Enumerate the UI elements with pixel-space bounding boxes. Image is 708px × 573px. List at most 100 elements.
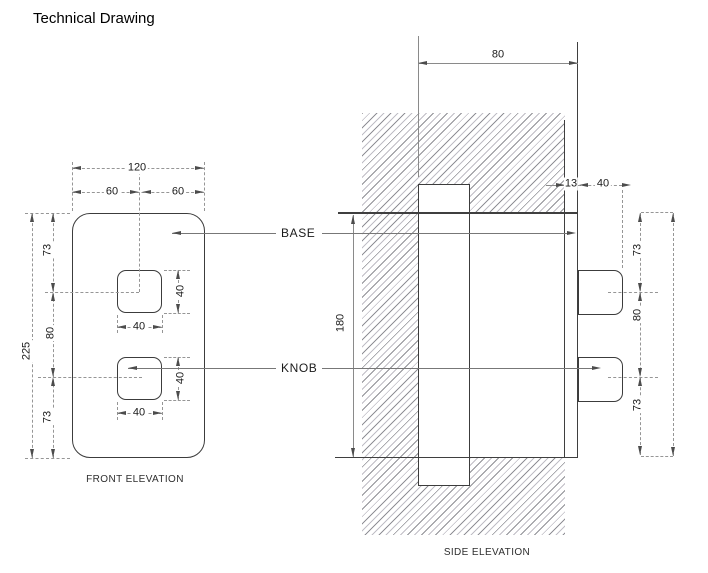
ext-line — [622, 190, 623, 268]
knob-leader-right — [322, 368, 592, 369]
dim-line — [640, 213, 641, 455]
arrow-icon — [30, 449, 34, 458]
ext-line — [117, 315, 118, 333]
dim-label-half-right: 60 — [169, 185, 187, 199]
arrow-icon — [51, 213, 55, 222]
front-elevation-caption: FRONT ELEVATION — [86, 474, 184, 485]
dim-label-side-top-offset: 73 — [631, 241, 645, 259]
arrow-icon — [638, 292, 642, 301]
arrow-icon — [195, 165, 204, 170]
dim-label-overall-width: 120 — [125, 161, 149, 175]
arrow-icon — [569, 60, 578, 65]
dim-label-half-left: 60 — [103, 185, 121, 199]
arrow-icon — [638, 446, 642, 455]
knob-leader-left — [128, 368, 276, 369]
overall-extent-line — [673, 213, 674, 456]
arrow-icon — [579, 182, 588, 187]
ext-line — [25, 213, 70, 214]
arrow-icon — [671, 447, 675, 456]
dim-label-base-thickness: 13 — [563, 177, 579, 191]
body-cavity — [470, 214, 565, 457]
body-bottom-line — [335, 456, 578, 458]
base-plate-back-line — [564, 120, 566, 457]
arrow-icon — [172, 230, 181, 235]
dim-label-knob1-height: 40 — [174, 282, 188, 300]
arrow-icon — [51, 377, 55, 386]
arrow-icon — [51, 368, 55, 377]
arrow-icon — [128, 365, 137, 370]
page-title: Technical Drawing — [33, 10, 155, 27]
arrow-icon — [567, 230, 576, 235]
base-leader-right — [322, 233, 567, 234]
ext-line — [38, 377, 142, 378]
dim-label-knob1-width: 40 — [130, 320, 148, 334]
arrow-icon — [622, 182, 631, 187]
arrow-icon — [418, 60, 427, 65]
arrow-icon — [72, 189, 81, 194]
arrow-icon — [638, 213, 642, 222]
arrow-icon — [72, 165, 81, 170]
side-elevation-caption: SIDE ELEVATION — [443, 547, 531, 558]
arrow-icon — [130, 189, 139, 194]
dim-line — [352, 215, 354, 457]
ext-line — [417, 36, 419, 177]
dim-line — [32, 213, 33, 458]
arrow-icon — [153, 410, 162, 415]
dim-label-bottom-offset: 73 — [41, 408, 55, 426]
ext-line — [641, 456, 673, 457]
ext-line — [204, 162, 205, 211]
arrow-icon — [592, 365, 601, 370]
dim-label-knob-depth: 40 — [594, 177, 612, 191]
arrow-icon — [51, 292, 55, 301]
arrow-icon — [30, 213, 34, 222]
knob-2-outline — [117, 357, 162, 400]
arrow-icon — [638, 283, 642, 292]
ext-line — [641, 212, 673, 213]
arrow-icon — [556, 182, 565, 187]
ext-line — [25, 457, 70, 459]
dim-label-overall-height: 225 — [20, 339, 34, 363]
dim-label-wall-depth: 80 — [489, 48, 507, 62]
ext-line — [162, 315, 163, 333]
through-bar-outline — [418, 184, 470, 486]
arrow-icon — [51, 449, 55, 458]
dim-label-body-height: 180 — [334, 311, 348, 335]
arrow-icon — [350, 215, 355, 224]
ext-line — [608, 377, 658, 378]
arrow-icon — [350, 448, 355, 457]
knob-label: KNOB — [281, 361, 318, 375]
dim-label-center-spacing: 80 — [44, 324, 58, 342]
arrow-icon — [176, 304, 180, 313]
arrow-icon — [638, 377, 642, 386]
arrow-icon — [153, 324, 162, 329]
arrow-icon — [176, 270, 180, 279]
dim-label-knob2-height: 40 — [174, 369, 188, 387]
base-leader-left — [172, 233, 276, 234]
knob-2-side-outline — [578, 357, 623, 402]
dim-label-knob2-width: 40 — [130, 406, 148, 420]
dim-line — [418, 63, 578, 64]
base-label: BASE — [281, 226, 316, 240]
dim-label-side-bottom-offset: 73 — [631, 396, 645, 414]
arrow-icon — [176, 391, 180, 400]
center-line — [139, 172, 140, 292]
base-plate-front-line — [577, 42, 579, 457]
ext-line — [608, 292, 658, 293]
dim-line — [546, 184, 565, 186]
arrow-icon — [671, 213, 675, 222]
arrow-icon — [51, 283, 55, 292]
arrow-icon — [195, 189, 204, 194]
body-top-line — [338, 212, 578, 214]
arrow-icon — [117, 410, 126, 415]
arrow-icon — [117, 324, 126, 329]
arrow-icon — [176, 357, 180, 366]
ext-line — [164, 400, 190, 401]
ext-line — [162, 402, 163, 420]
ext-line — [45, 292, 139, 293]
ext-line — [164, 313, 190, 314]
arrow-icon — [638, 368, 642, 377]
arrow-icon — [142, 189, 151, 194]
ext-line — [71, 162, 73, 211]
dim-label-top-offset: 73 — [41, 241, 55, 259]
